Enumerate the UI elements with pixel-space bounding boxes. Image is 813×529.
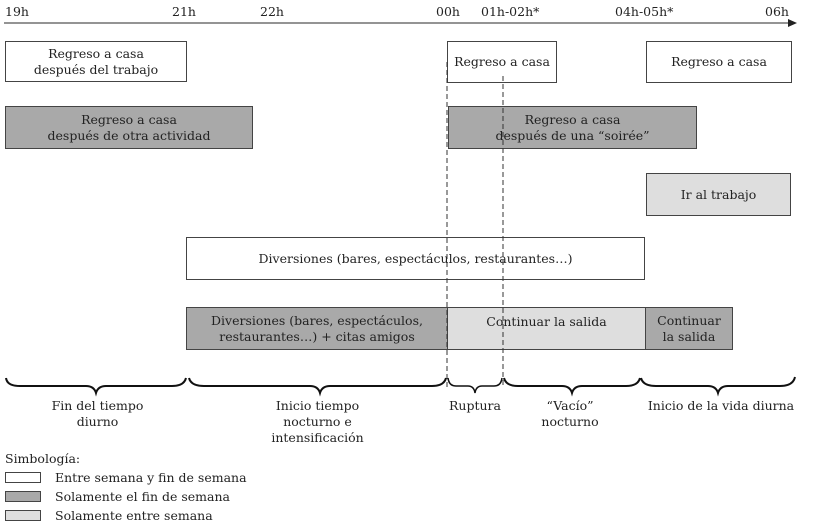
tick-label: 04h-05h* — [615, 4, 674, 19]
legend-label: Solamente el fin de semana — [55, 489, 230, 504]
box-entertainment-friends: Diversiones (bares, espectáculos,restaur… — [186, 307, 448, 350]
phase-text: intensificación — [271, 430, 364, 445]
box-home-early-morning: Regreso a casa — [646, 41, 792, 83]
brace-end-daytime — [5, 377, 187, 397]
tick-label: 06h — [765, 4, 789, 19]
box-text: Continuar la salida — [486, 314, 607, 329]
box-text: Regreso a casa — [671, 54, 767, 69]
phase-text: “Vacío” — [546, 398, 594, 413]
tick-label: 21h — [172, 4, 196, 19]
legend-label: Entre semana y fin de semana — [55, 470, 247, 485]
box-text: Regreso a casa — [524, 111, 621, 127]
box-text: después de una “soirée” — [495, 127, 650, 143]
box-entertainment: Diversiones (bares, espectáculos, restau… — [186, 237, 645, 280]
brace-day-start — [640, 376, 796, 397]
box-text: Regreso a casa — [454, 54, 550, 69]
box-text: Diversiones (bares, espectáculos, — [211, 312, 423, 328]
phase-label-day-start: Inicio de la vida diurna — [636, 398, 806, 414]
legend-swatch — [5, 491, 41, 502]
phase-text: Fin del tiempo — [51, 398, 144, 413]
box-go-to-work: Ir al trabajo — [646, 173, 791, 216]
box-text: restaurantes…) + citas amigos — [219, 328, 415, 344]
phase-text: diurno — [76, 414, 119, 429]
legend-item-weekday: Solamente entre semana — [5, 508, 213, 523]
legend-item-both: Entre semana y fin de semana — [5, 470, 247, 485]
legend-title: Simbología: — [5, 451, 81, 466]
phase-text: Inicio tiempo — [275, 398, 360, 413]
box-text: después del trabajo — [33, 61, 159, 77]
box-text: Continuar — [657, 312, 721, 328]
legend-label: Solamente entre semana — [55, 508, 213, 523]
box-text: Diversiones (bares, espectáculos, restau… — [258, 250, 573, 266]
phase-label-night-void: “Vacío” nocturno — [530, 398, 610, 430]
tick-label: 19h — [5, 4, 29, 19]
brace-night-start — [188, 377, 447, 397]
phase-text: nocturno — [541, 414, 599, 429]
phase-text: nocturno e — [283, 414, 352, 429]
legend-item-weekend: Solamente el fin de semana — [5, 489, 230, 504]
box-text: Ir al trabajo — [680, 186, 757, 202]
phase-label-end-daytime: Fin del tiempo diurno — [20, 398, 175, 430]
tick-label: 22h — [260, 4, 284, 19]
box-home-midnight: Regreso a casa — [447, 41, 557, 83]
tick-label: 01h-02h* — [481, 4, 540, 19]
phase-text: Inicio de la vida diurna — [647, 398, 795, 413]
box-text: la salida — [662, 328, 716, 344]
brace-night-void — [503, 377, 641, 397]
legend-swatch — [5, 472, 41, 483]
phase-label-night-start: Inicio tiempo nocturno e intensificación — [240, 398, 395, 446]
box-text: Regreso a casa — [81, 111, 177, 127]
phase-label-rupture: Ruptura — [435, 398, 515, 414]
box-text: Regreso a casa — [48, 45, 144, 61]
legend-swatch — [5, 510, 41, 521]
tick-label: 00h — [436, 4, 460, 19]
phase-text: Ruptura — [449, 398, 501, 413]
brace-rupture — [447, 377, 503, 394]
timeline-arrowhead — [788, 19, 797, 27]
box-text: después de otra actividad — [47, 127, 211, 143]
box-continue-outing-weekday: Continuar la salida — [447, 307, 646, 350]
